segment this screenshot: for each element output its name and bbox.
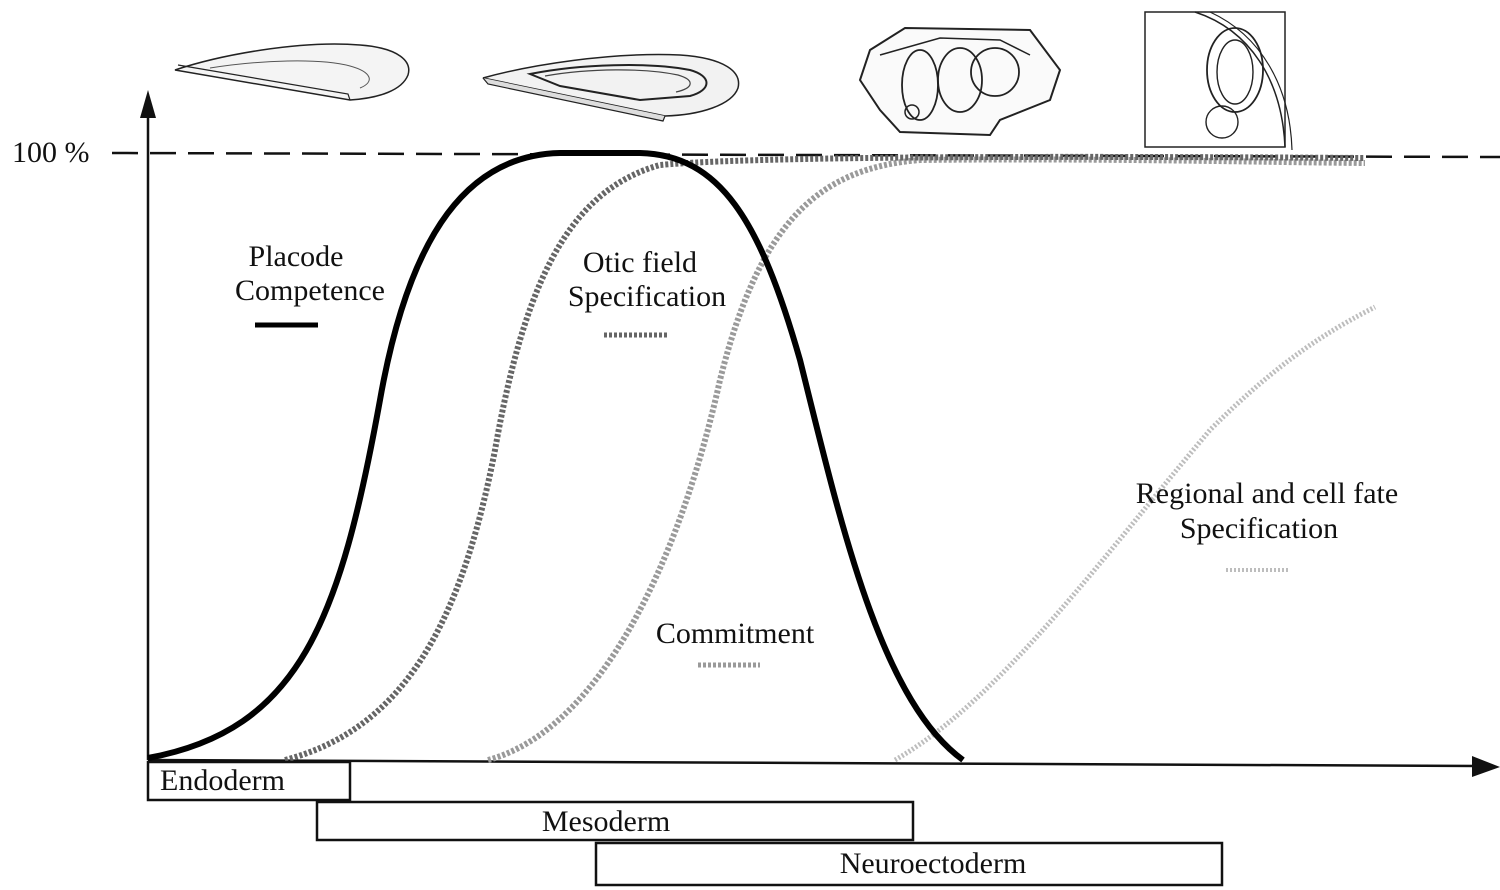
svg-text:Specification: Specification bbox=[1180, 512, 1338, 545]
svg-text:Commitment: Commitment bbox=[656, 617, 815, 650]
y-max-label: 100 % bbox=[12, 136, 90, 169]
curve-regional bbox=[893, 304, 1377, 763]
placode-plate-icon bbox=[482, 53, 740, 122]
x-axis bbox=[147, 758, 1479, 768]
svg-text:Mesoderm: Mesoderm bbox=[542, 805, 670, 838]
y-axis-arrow-icon bbox=[140, 90, 156, 118]
label-otic-field: Otic field Specification bbox=[568, 246, 726, 338]
svg-text:Otic field: Otic field bbox=[583, 246, 697, 279]
label-regional: Regional and cell fate Specification bbox=[1136, 477, 1398, 572]
otic-vesicle-icon bbox=[1144, 11, 1293, 151]
tissue-bar-neuroectoderm: Neuroectoderm bbox=[594, 841, 1224, 887]
x-axis-arrow-icon bbox=[1472, 756, 1500, 777]
flat-disc-icon bbox=[174, 43, 410, 101]
svg-text:Placode: Placode bbox=[249, 240, 344, 273]
tissue-bar-endoderm: Endoderm bbox=[146, 760, 352, 802]
label-placode-competence: Placode Competence bbox=[235, 240, 385, 328]
curve-commitment bbox=[487, 156, 1366, 763]
svg-text:Endoderm: Endoderm bbox=[160, 764, 285, 797]
label-commitment: Commitment bbox=[656, 617, 815, 668]
svg-text:Specification: Specification bbox=[568, 280, 726, 313]
svg-text:Regional and cell fate: Regional and cell fate bbox=[1136, 477, 1398, 510]
tissue-bar-mesoderm: Mesoderm bbox=[315, 800, 915, 842]
hundred-percent-line bbox=[111, 151, 1500, 159]
svg-text:Competence: Competence bbox=[235, 274, 385, 307]
curve-otic-field bbox=[284, 153, 1366, 763]
svg-text:Neuroectoderm: Neuroectoderm bbox=[840, 847, 1027, 880]
curve-placode-competence bbox=[147, 150, 965, 763]
embryo-section-icon bbox=[858, 26, 1062, 137]
